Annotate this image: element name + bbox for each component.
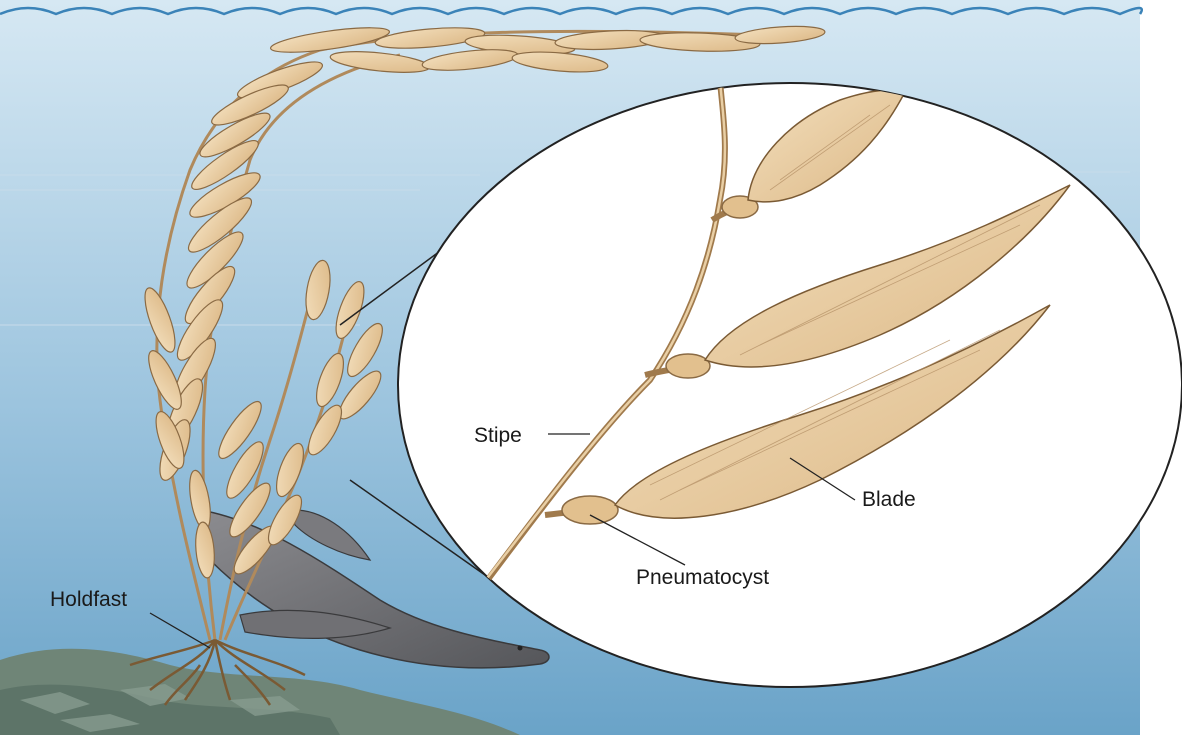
label-pneumatocyst: Pneumatocyst: [636, 566, 769, 589]
pneumatocyst-bulb: [562, 496, 618, 524]
label-blade: Blade: [862, 488, 916, 511]
label-holdfast: Holdfast: [50, 588, 127, 611]
label-stipe: Stipe: [474, 424, 522, 447]
magnified-inset: [398, 80, 1182, 687]
